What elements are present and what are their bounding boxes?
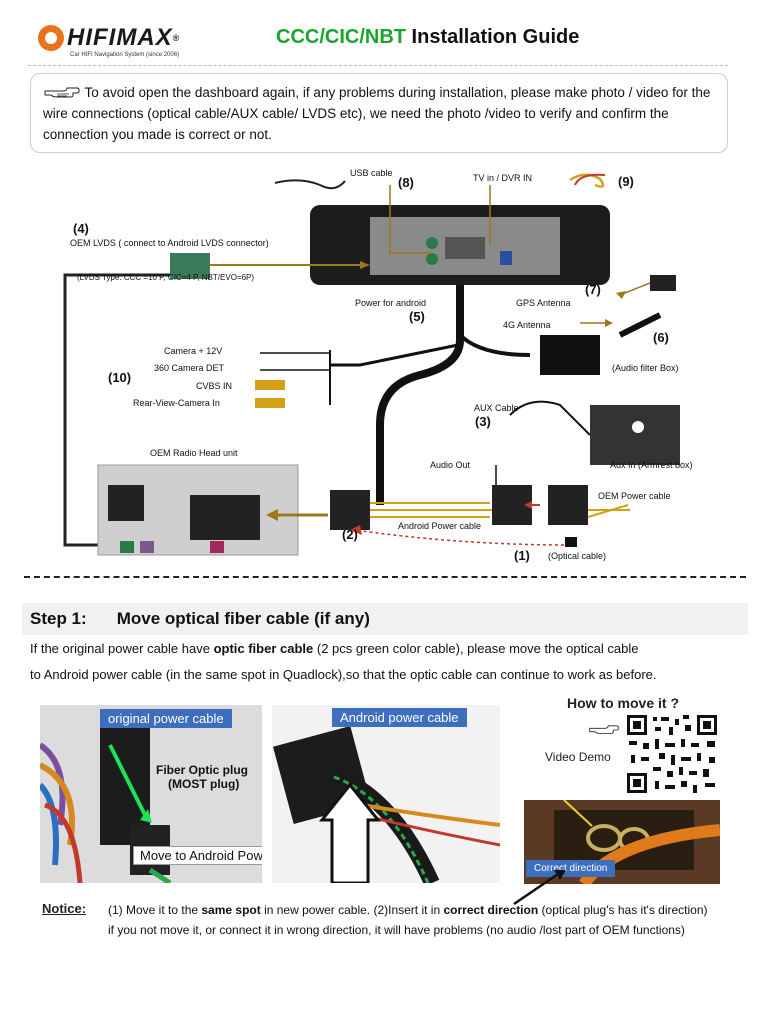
most-plug-label: (MOST plug) (168, 777, 240, 791)
oem-lvds-label: OEM LVDS ( connect to Android LVDS conne… (70, 238, 269, 248)
audio-out-label: Audio Out (430, 460, 471, 470)
tv-in-cable-image (569, 173, 605, 188)
android-power-connector-image (330, 490, 370, 530)
notice-line2: if you not move it, or connect it in wro… (108, 922, 685, 937)
step1-line2: to Android power cable (in the same spot… (30, 667, 657, 682)
logo-registered: ® (172, 33, 180, 43)
arrow-icon (513, 870, 566, 906)
how-to-title: How to move it ? (567, 695, 679, 711)
step1-line1: If the original power cable have optic f… (30, 641, 639, 656)
correct-direction-tag: Correct direction (526, 860, 616, 877)
camera-360-label: 360 Camera DET (154, 363, 225, 373)
rear-camera-label: Rear-View-Camera In (133, 398, 220, 408)
top-divider (28, 65, 728, 66)
intro-notice-box: To avoid open the dashboard again, if an… (30, 73, 728, 153)
logo-text: HIFIMAX (67, 24, 173, 51)
pointing-hand-icon (589, 725, 619, 734)
callout-8: (8) (398, 175, 414, 190)
step1-heading: Move optical fiber cable (if any) (116, 609, 370, 628)
move-to-android-tag: Move to Android Power Cable (133, 846, 262, 865)
optic-fiber-emphasis: optic fiber cable (213, 641, 314, 656)
video-demo-label: Video Demo (545, 750, 611, 764)
armrest-aux-image (590, 405, 680, 465)
android-power-tag: Android power cable (332, 708, 467, 727)
brand-logo: HIFIMAX ® (38, 24, 179, 52)
title-model: CCC/CIC/NBT (276, 26, 406, 48)
fiber-plug-label: Fiber Optic plug (156, 763, 248, 777)
callout-9: (9) (618, 174, 634, 189)
diagram-graphics (63, 173, 680, 556)
photo-original-power-cable: original power cable Fiber Optic plug (M… (40, 705, 262, 883)
callout-1: (1) (514, 548, 530, 563)
optical-cable-label: (Optical cable) (548, 551, 607, 561)
photo-android-power-cable: Android power cable (272, 705, 500, 883)
callout-3: (3) (475, 414, 491, 429)
notice-text: (1) Move it to the same spot in new powe… (108, 901, 748, 940)
usb-cable-label: USB cable (350, 168, 393, 178)
wiring-diagram: USB cable (8) TV in / DVR IN (9) (4) OEM… (60, 165, 708, 575)
usb-cable-image (274, 179, 346, 190)
callout-6: (6) (653, 330, 669, 345)
gps-antenna-image (650, 275, 676, 291)
android-harness-image (376, 285, 464, 505)
photo-correct-direction: Correct direction (524, 800, 720, 884)
logo-subtitle: Car HIFI Navigation System (since 2006) (70, 52, 180, 58)
aux-cable-label: AUX Cable (474, 403, 519, 413)
callout-7: (7) (585, 282, 601, 297)
callout-5: (5) (409, 309, 425, 324)
callout-10: (10) (108, 370, 132, 385)
section-divider (24, 576, 746, 578)
title-guide: Installation Guide (406, 26, 580, 48)
page-title: CCC/CIC/NBT Installation Guide (276, 26, 579, 49)
callout-4: (4) (73, 221, 89, 236)
oem-power-connector-image (548, 485, 588, 525)
original-power-tag: original power cable (100, 709, 232, 728)
aux-in-label: Aux In (Armrest box) (610, 460, 693, 470)
camera-12v-label: Camera + 12V (164, 346, 223, 356)
gps-antenna-label: GPS Antenna (516, 298, 571, 308)
power-android-label: Power for android (355, 298, 427, 308)
callout-2: (2) (342, 527, 358, 542)
4g-antenna-label: 4G Antenna (503, 320, 551, 330)
step1-label: Step 1: (30, 609, 87, 628)
lvds-connector-image (170, 253, 210, 279)
pointing-hand-icon (44, 87, 80, 98)
aux-cable-image (509, 400, 591, 436)
step1-header-bar (22, 603, 748, 635)
tv-in-label: TV in / DVR IN (473, 173, 533, 183)
logo-mark-icon (38, 25, 64, 51)
notice-label: Notice: (42, 901, 87, 916)
notice-line1: (1) Move it to the same spot in new powe… (108, 903, 708, 917)
video-qr-code-icon[interactable] (625, 713, 719, 795)
step1-title: Step 1: Move optical fiber cable (if any) (30, 609, 400, 629)
audio-filter-box-image (540, 335, 600, 375)
oem-radio-label: OEM Radio Head unit (150, 448, 238, 458)
audio-filter-label: (Audio filter Box) (612, 363, 679, 373)
intro-text: To avoid open the dashboard again, if an… (43, 85, 711, 142)
cvbs-label: CVBS IN (196, 381, 233, 391)
oem-power-label: OEM Power cable (598, 491, 671, 501)
4g-antenna-image (618, 312, 662, 338)
lvds-type-label: (LVDS Type: CCC =10 P, CIC=4 P, NBT/EVO=… (77, 273, 255, 282)
android-power-label: Android Power cable (398, 521, 482, 531)
